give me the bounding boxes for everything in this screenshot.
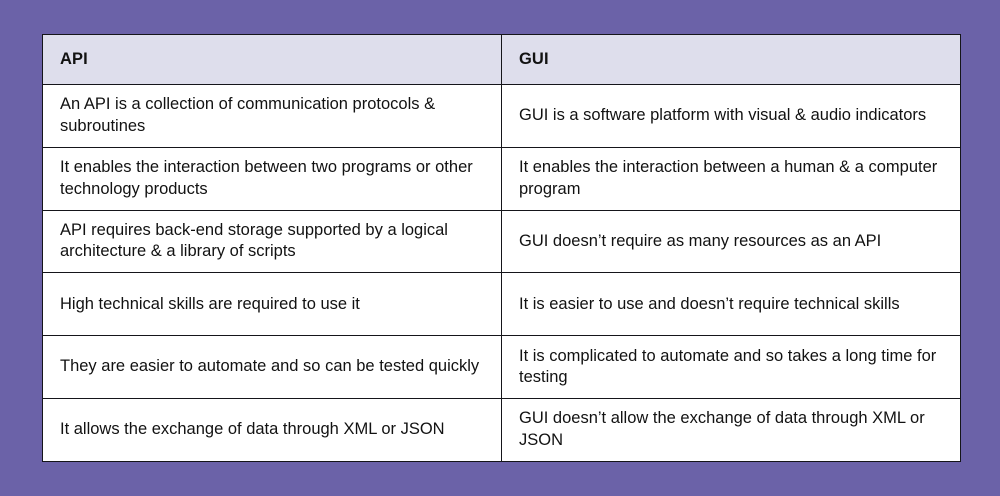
cell-gui: GUI is a software platform with visual &…: [501, 84, 961, 148]
comparison-table-container: API GUI An API is a collection of commun…: [42, 34, 961, 462]
cell-text: API requires back-end storage supported …: [60, 221, 448, 261]
cell-api: They are easier to automate and so can b…: [42, 335, 502, 399]
cell-gui: It enables the interaction between a hum…: [501, 146, 961, 211]
cell-text: High technical skills are required to us…: [60, 294, 360, 313]
cell-api: High technical skills are required to us…: [42, 272, 502, 337]
table-row: It enables the interaction between two p…: [42, 146, 961, 211]
cell-text: It is complicated to automate and so tak…: [519, 346, 937, 387]
column-header-gui: GUI: [501, 34, 961, 85]
cell-text: It allows the exchange of data through X…: [60, 420, 445, 439]
cell-gui: GUI doesn’t require as many resources as…: [501, 209, 961, 274]
cell-text: They are easier to automate and so can b…: [60, 357, 480, 376]
cell-api: API requires back-end storage supported …: [42, 209, 502, 274]
cell-gui: It is complicated to automate and so tak…: [501, 335, 961, 399]
cell-api: An API is a collection of communication …: [42, 84, 502, 148]
cell-text: It enables the interaction between two p…: [60, 158, 473, 198]
table-row: High technical skills are required to us…: [42, 272, 961, 337]
table-row: They are easier to automate and so can b…: [42, 335, 961, 399]
api-vs-gui-comparison-table: API GUI An API is a collection of commun…: [42, 34, 961, 462]
cell-text: GUI is a software platform with visual &…: [519, 106, 927, 125]
table-body: An API is a collection of communication …: [42, 84, 961, 462]
column-header-api: API: [42, 34, 502, 85]
table-header: API GUI: [42, 34, 961, 85]
table-row: It allows the exchange of data through X…: [42, 397, 961, 462]
cell-gui: It is easier to use and doesn’t require …: [501, 272, 961, 337]
cell-api: It allows the exchange of data through X…: [42, 397, 502, 462]
cell-text: An API is a collection of communication …: [60, 95, 436, 135]
cell-text: GUI doesn’t require as many resources as…: [519, 231, 882, 250]
table-row: An API is a collection of communication …: [42, 84, 961, 148]
cell-text: It enables the interaction between a hum…: [519, 158, 938, 198]
table-row: API requires back-end storage supported …: [42, 209, 961, 274]
cell-api: It enables the interaction between two p…: [42, 146, 502, 211]
cell-text: It is easier to use and doesn’t require …: [519, 294, 900, 313]
table-header-row: API GUI: [42, 34, 961, 85]
cell-gui: GUI doesn’t allow the exchange of data t…: [501, 397, 961, 462]
cell-text: GUI doesn’t allow the exchange of data t…: [519, 409, 925, 449]
